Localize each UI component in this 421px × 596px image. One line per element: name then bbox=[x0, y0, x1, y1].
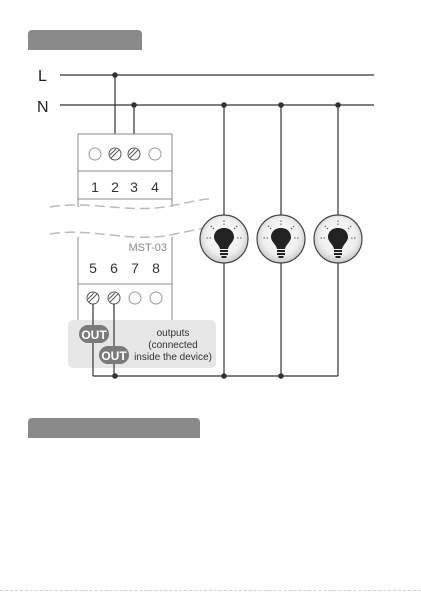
relay-upper-body bbox=[78, 134, 172, 207]
outputs-note-line-1: outputs bbox=[157, 328, 190, 339]
terminal-5-screw bbox=[87, 292, 99, 304]
terminal-6-screw bbox=[108, 292, 120, 304]
terminal-5-label: 5 bbox=[89, 260, 97, 276]
relay-model-label: MST-03 bbox=[128, 242, 167, 254]
neutral-label: N bbox=[37, 99, 49, 116]
break-line-top bbox=[50, 199, 210, 209]
svg-text:OUT: OUT bbox=[101, 349, 127, 363]
out-badge-2: OUT bbox=[99, 346, 129, 364]
terminal-1-screw bbox=[89, 148, 101, 160]
terminal-8-label: 8 bbox=[152, 260, 160, 276]
svg-text:OUT: OUT bbox=[81, 328, 107, 342]
terminal-7-label: 7 bbox=[131, 260, 139, 276]
terminal-7-screw bbox=[129, 292, 141, 304]
lamp-3 bbox=[314, 215, 362, 263]
break-line-bottom bbox=[50, 227, 210, 237]
lamp-1 bbox=[200, 215, 248, 263]
terminal-3-label: 3 bbox=[130, 179, 138, 195]
page-cut-line bbox=[0, 590, 421, 591]
lamp-2 bbox=[257, 215, 305, 263]
live-label: L bbox=[38, 68, 47, 85]
terminal-8-screw bbox=[150, 292, 162, 304]
terminal-2-screw bbox=[109, 148, 121, 160]
terminal-2-label: 2 bbox=[111, 179, 119, 195]
out-badge-1: OUT bbox=[79, 325, 109, 343]
terminal-6-label: 6 bbox=[110, 260, 118, 276]
terminal-3-screw bbox=[128, 148, 140, 160]
terminal-4-label: 4 bbox=[151, 179, 159, 195]
outputs-note-line-2: (connected bbox=[148, 340, 197, 351]
terminal-4-screw bbox=[149, 148, 161, 160]
terminal-1-label: 1 bbox=[91, 179, 99, 195]
outputs-note-line-3: inside the device) bbox=[134, 352, 212, 363]
